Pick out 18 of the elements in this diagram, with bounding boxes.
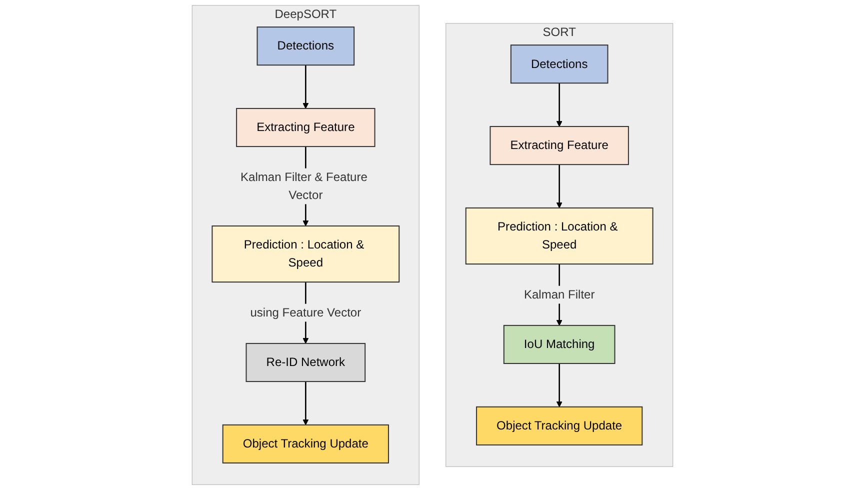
- arrow: [302, 65, 309, 109]
- arrow: [556, 364, 562, 408]
- arrow: [302, 382, 309, 426]
- edge-label: using Feature Vector: [250, 306, 362, 320]
- node-box: Extracting Feature: [236, 108, 376, 148]
- node-box: Extracting Feature: [490, 126, 629, 166]
- node-box: Prediction : Location & Speed: [212, 225, 400, 283]
- node-box: Object Tracking Update: [476, 406, 643, 446]
- node-box: IoU Matching: [503, 324, 616, 364]
- edge-label: Kalman Filter & Feature Vector: [240, 170, 368, 202]
- node-box: Object Tracking Update: [222, 424, 389, 464]
- arrow: [556, 164, 562, 208]
- node-box: Detections: [510, 44, 608, 84]
- edge-label: Kalman Filter: [524, 288, 595, 302]
- arrow: [556, 83, 562, 127]
- node-box: Re-ID Network: [246, 342, 366, 382]
- node-box: Prediction : Location & Speed: [465, 207, 654, 265]
- node-box: Detections: [256, 26, 355, 66]
